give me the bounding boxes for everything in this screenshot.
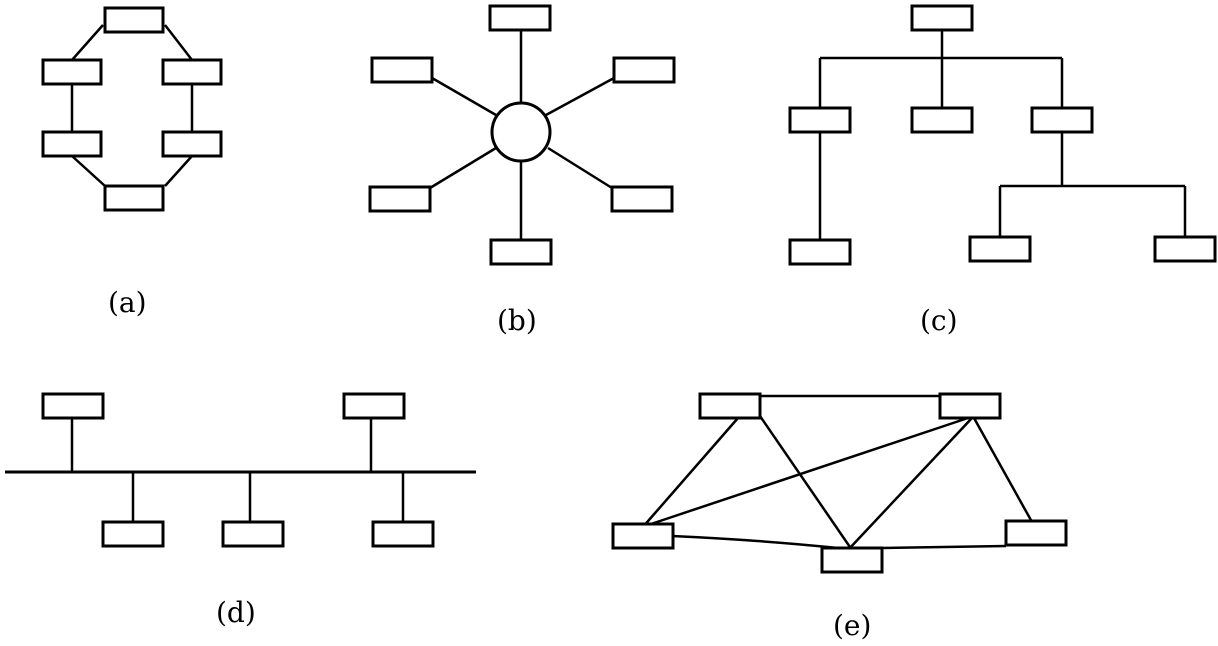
mesh-links: [641, 394, 1034, 551]
star-node: [368, 185, 432, 213]
bus-node: [371, 520, 435, 548]
star-link: [429, 146, 497, 190]
bus-node: [101, 520, 165, 548]
ring-topology: (a): [41, 6, 223, 319]
mesh-node: [611, 522, 675, 550]
star-link: [547, 146, 613, 190]
mesh-topology: (e): [611, 392, 1068, 642]
mesh-link: [671, 534, 839, 550]
mesh-link: [972, 417, 1034, 523]
ring-link: [71, 155, 106, 187]
tree-node: [1030, 106, 1094, 134]
caption-c: (c): [920, 304, 958, 337]
star-node: [370, 56, 434, 84]
mesh-link: [847, 417, 973, 551]
bus-links: [70, 418, 405, 522]
bus-node: [41, 392, 105, 420]
tree-leaf-node: [788, 238, 852, 266]
star-link: [545, 76, 615, 117]
mesh-link: [641, 417, 739, 529]
mesh-link: [644, 416, 969, 528]
tree-node: [788, 106, 852, 134]
mesh-link: [758, 415, 854, 551]
bus-topology: (d): [5, 392, 476, 629]
star-node: [610, 185, 674, 213]
star-node: [488, 4, 552, 32]
star-link: [431, 76, 497, 117]
tree-leaf-node: [968, 235, 1032, 263]
ring-link: [164, 24, 193, 61]
caption-b: (b): [497, 304, 537, 337]
tree-topology: (c): [788, 4, 1217, 337]
star-links: [429, 30, 615, 240]
tree-root-node: [910, 4, 974, 32]
tree-node: [910, 106, 974, 134]
ring-node: [161, 58, 223, 86]
tree-leaf-node: [1153, 235, 1217, 263]
ring-node: [161, 130, 223, 158]
star-node: [489, 238, 553, 266]
caption-d: (d): [216, 596, 256, 629]
mesh-node: [698, 392, 762, 420]
ring-node: [103, 6, 165, 34]
ring-node: [41, 58, 103, 86]
mesh-node: [1004, 519, 1068, 547]
mesh-node: [938, 392, 1002, 420]
ring-link: [71, 24, 104, 61]
tree-links: [818, 30, 1187, 240]
ring-link: [164, 155, 193, 187]
caption-e: (e): [833, 609, 871, 641]
ring-links: [70, 24, 194, 187]
caption-a: (a): [108, 286, 147, 319]
star-node: [612, 56, 676, 84]
bus-node: [342, 392, 406, 420]
bus-node: [221, 520, 285, 548]
star-hub: [490, 101, 552, 163]
mesh-node: [820, 546, 884, 574]
ring-node: [41, 130, 103, 158]
star-topology: (b): [368, 4, 676, 337]
mesh-link: [881, 544, 1007, 550]
ring-node: [103, 184, 165, 212]
